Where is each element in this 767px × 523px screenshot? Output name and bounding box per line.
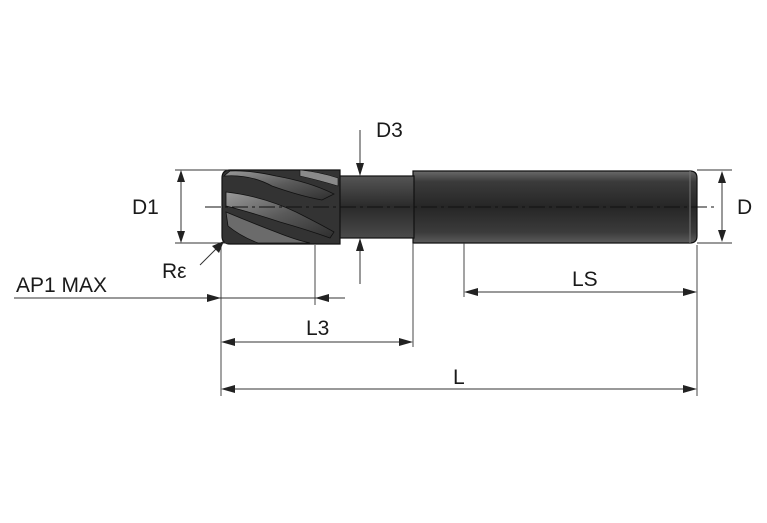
r-epsilon-leader [199,241,224,266]
l-label: L [453,366,465,389]
ls-dimension [464,288,697,296]
l3-label: L3 [306,317,329,340]
ls-label: LS [572,268,598,291]
tool-shank [412,170,698,244]
d1-label: D1 [132,196,159,219]
tool-body [205,169,715,245]
d-label: D [737,196,752,219]
d-dimension [718,171,726,242]
ap1-max-label: AP1 MAX [16,274,107,297]
d3-label: D3 [376,119,403,142]
r-epsilon-label: Rε [162,260,187,283]
d1-dimension [177,170,185,243]
l3-dimension [221,338,413,346]
flutes [222,169,339,244]
d3-dimension [356,130,364,284]
ap1-max-dimension [14,294,345,302]
extension-lines [175,169,732,396]
l-dimension [221,385,697,393]
